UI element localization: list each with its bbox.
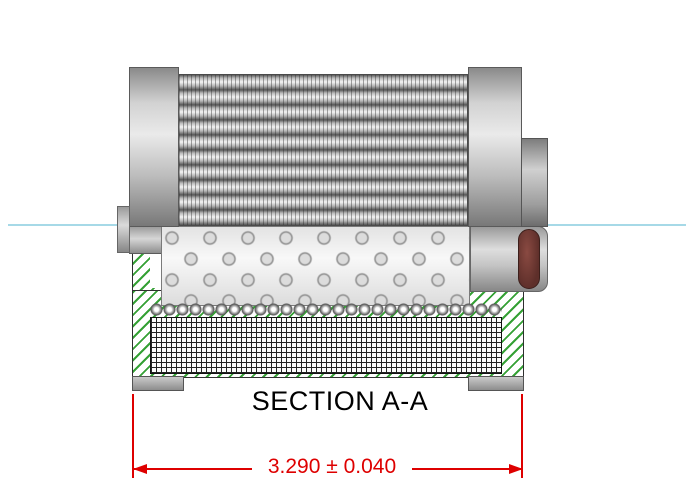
left-end-cap [129,67,179,227]
o-ring-seal [518,229,540,289]
dim-extension-line-right [521,394,523,478]
section-label: SECTION A-A [251,386,429,416]
left-cap-step [129,226,163,254]
left-tab [117,206,130,253]
pleated-media-top [178,74,468,226]
flange-foot-right [468,376,524,391]
right-end-cap [468,67,522,227]
mesh-media-section [150,317,502,374]
wire-wrap-row [150,302,502,317]
outlet-boss [521,138,548,227]
dim-line-right-segment [412,468,521,470]
dimension-text: 3.290 ± 0.040 [267,455,397,478]
dim-line-left-segment [134,468,252,470]
dim-extension-line-left [132,394,134,478]
perforated-core-tube [161,226,470,306]
dim-arrow-right-icon [509,464,523,474]
flange-foot-left [132,376,184,391]
dim-arrow-left-icon [133,464,147,474]
